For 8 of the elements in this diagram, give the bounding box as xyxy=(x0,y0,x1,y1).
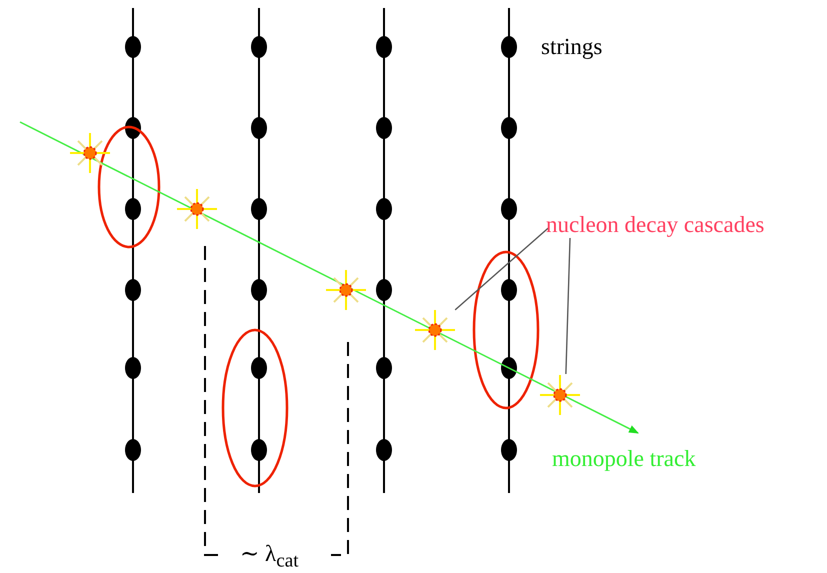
track-label: monopole track xyxy=(552,446,696,472)
leader-line xyxy=(454,228,549,310)
string-label: strings xyxy=(541,34,602,60)
leader-line xyxy=(565,238,571,374)
dimension-label: ∼ λ$_{cat}$ xyxy=(240,541,299,573)
cascade-icon xyxy=(539,374,581,416)
callout-text: nucleon decay cascades xyxy=(546,212,764,238)
cascade-icon xyxy=(414,309,456,351)
